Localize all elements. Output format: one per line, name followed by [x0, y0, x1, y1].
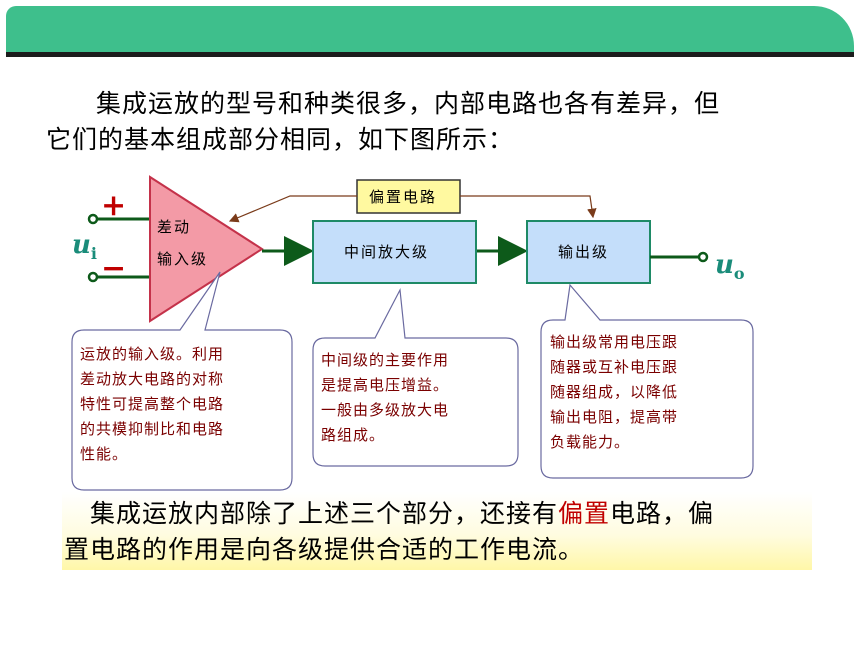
middle-callout-line: 路组成。: [321, 426, 386, 444]
bias-circuit-box: [356, 179, 461, 214]
bias-circuit-label: 偏置电路: [369, 188, 438, 206]
output-callout-bubble: [540, 283, 754, 479]
summary-part-2: 电路，偏: [610, 499, 715, 528]
middle-callout-text: 中间级的主要作用 是提高电压增益。 一般由多级放大电 路组成。: [321, 348, 449, 448]
amp-label-line-2: 输入级: [157, 250, 209, 268]
output-voltage-symbol: u: [715, 250, 734, 280]
output-callout-line: 输出级常用电压跟: [550, 333, 679, 351]
middle-callout-line: 中间级的主要作用: [321, 351, 450, 369]
differential-input-stage: [149, 175, 264, 323]
middle-callout-line: 是提高电压增益。: [321, 376, 450, 394]
header-bar: [6, 6, 854, 52]
middle-stage-label: 中间放大级: [344, 243, 430, 261]
output-callout-text: 输出级常用电压跟 随器或互补电压跟 随器组成，以降低 输出电阻，提高带 负载能力…: [550, 330, 678, 455]
summary-part-1: 集成运放内部除了上述三个部分，还接有: [90, 499, 559, 528]
input-callout-bubble: [71, 271, 293, 491]
intro-line-1: 集成运放的型号和种类很多，内部电路也各有差异，但: [96, 89, 721, 118]
intro-paragraph: 集成运放的型号和种类很多，内部电路也各有差异，但 它们的基本组成部分相同，如下图…: [46, 86, 826, 158]
input-callout-line: 差动放大电路的对称: [80, 370, 225, 388]
header-divider: [6, 52, 854, 57]
input-minus-terminal: [87, 271, 99, 283]
summary-highlight-box: [62, 492, 812, 570]
bias-arrow-left: [228, 195, 357, 223]
intro-line-2: 它们的基本组成部分相同，如下图所示：: [46, 125, 515, 154]
summary-paragraph: 集成运放内部除了上述三个部分，还接有偏置电路，偏 置电路的作用是向各级提供合适的…: [64, 496, 812, 568]
input-voltage-symbol: u: [72, 230, 91, 260]
input-callout-line: 特性可提高整个电路: [80, 395, 225, 413]
output-stage-box: [526, 220, 651, 284]
input-callout-line: 运放的输入级。利用: [80, 345, 225, 363]
summary-highlight: 偏置: [558, 499, 611, 528]
bias-arrow-right: [460, 195, 597, 219]
input-voltage-label: ui: [72, 230, 97, 263]
output-callout-line: 负载能力。: [550, 433, 631, 451]
output-stage-label: 输出级: [558, 243, 610, 261]
output-callout-line: 输出电阻，提高带: [550, 408, 679, 426]
output-voltage-subscript: o: [733, 264, 745, 284]
output-callout-line: 随器或互补电压跟: [550, 358, 679, 376]
output-terminal: [697, 251, 709, 263]
summary-line-2: 置电路的作用是向各级提供合适的工作电流。: [64, 535, 585, 564]
input-callout-line: 的共模抑制比和电路: [80, 420, 225, 438]
output-callout-line: 随器组成，以降低: [550, 383, 679, 401]
middle-stage-box: [312, 220, 477, 284]
input-voltage-subscript: i: [90, 244, 97, 264]
input-callout-line: 性能。: [80, 445, 129, 463]
amp-label-line-1: 差动: [157, 218, 192, 236]
input-plus-sign: +: [101, 188, 127, 223]
input-minus-sign: −: [101, 251, 127, 286]
input-callout-text: 运放的输入级。利用 差动放大电路的对称 特性可提高整个电路 的共模抑制比和电路 …: [80, 342, 224, 467]
output-voltage-label: uo: [715, 250, 745, 283]
input-plus-terminal: [87, 213, 99, 225]
middle-callout-line: 一般由多级放大电: [321, 401, 450, 419]
middle-callout-bubble: [312, 287, 519, 467]
